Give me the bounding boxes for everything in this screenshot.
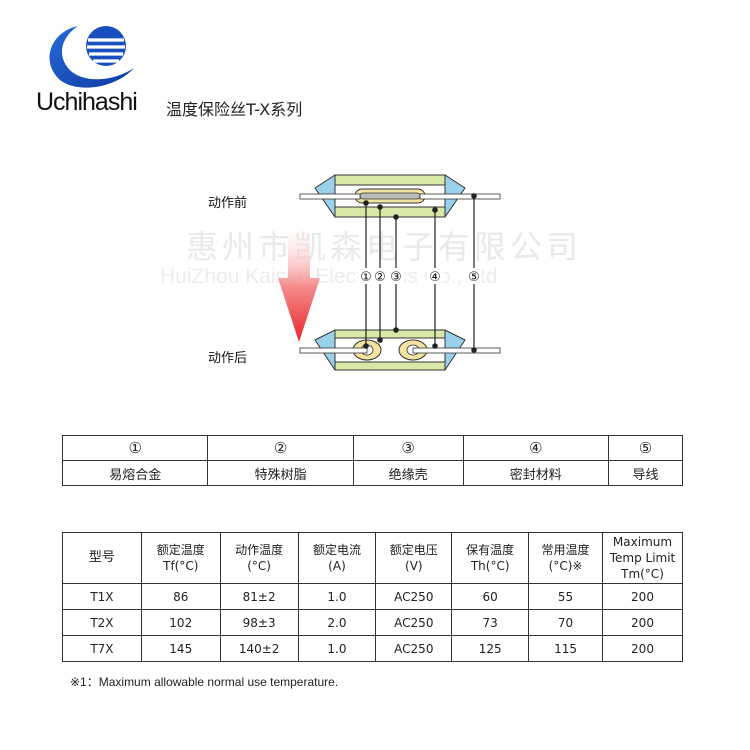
table-cell: 73 xyxy=(451,609,530,636)
part-name-2: 特殊树脂 xyxy=(207,460,354,486)
marker-1: ① xyxy=(360,270,372,285)
spec-header-operating-temp: 动作温度(°C) xyxy=(219,532,299,584)
spec-header-rated-voltage: 额定电压(V) xyxy=(375,532,453,584)
spec-header-normal-temp: 常用温度(°C)※ xyxy=(528,532,603,584)
table-row: T7X 145 140±2 1.0 AC250 125 115 200 xyxy=(62,635,683,662)
table-cell: 81±2 xyxy=(219,583,299,610)
parts-table: ① ② ③ ④ ⑤ 易熔合金 特殊树脂 绝缘壳 密封材料 导线 xyxy=(61,435,684,486)
fuse-structure-diagram: ① ② ③ ④ ⑤ xyxy=(278,174,501,371)
table-cell: 98±3 xyxy=(219,609,299,636)
table-cell: T2X xyxy=(62,609,142,636)
part-name-5: 导线 xyxy=(607,460,684,486)
label-before-operation: 动作前 xyxy=(208,196,248,211)
table-cell: 125 xyxy=(451,635,530,662)
table-row: T1X 86 81±2 1.0 AC250 60 55 200 xyxy=(62,583,683,610)
table-cell: 200 xyxy=(602,609,683,636)
table-row: T2X 102 98±3 2.0 AC250 73 70 200 xyxy=(62,609,683,636)
label-after-operation: 动作后 xyxy=(208,351,248,366)
table-cell: 86 xyxy=(140,583,221,610)
part-number-2: ② xyxy=(207,435,354,461)
table-cell: AC250 xyxy=(375,635,453,662)
spec-header-model: 型号 xyxy=(62,532,142,584)
part-name-4: 密封材料 xyxy=(462,460,609,486)
table-cell: 60 xyxy=(451,583,530,610)
table-cell: 2.0 xyxy=(297,609,377,636)
spec-header-rated-current: 额定电流(A) xyxy=(297,532,377,584)
marker-5: ⑤ xyxy=(468,270,480,285)
table-cell: T7X xyxy=(62,635,142,662)
fuse-before xyxy=(299,174,501,218)
fuse-after xyxy=(299,329,501,371)
table-cell: AC250 xyxy=(375,609,453,636)
table-cell: 1.0 xyxy=(297,635,377,662)
marker-2: ② xyxy=(374,270,386,285)
part-number-4: ④ xyxy=(462,435,609,461)
table-cell: 140±2 xyxy=(219,635,299,662)
uchihashi-logo-icon xyxy=(49,26,134,88)
table-cell: 200 xyxy=(602,583,683,610)
parts-number-row: ① ② ③ ④ ⑤ xyxy=(61,435,684,461)
table-cell: 115 xyxy=(528,635,603,662)
marker-3: ③ xyxy=(390,270,402,285)
part-name-1: 易熔合金 xyxy=(61,460,209,486)
table-cell: 200 xyxy=(602,635,683,662)
part-number-1: ① xyxy=(61,435,209,461)
part-number-5: ⑤ xyxy=(607,435,684,461)
watermark-en: HuiZhou Kaisen Electronics Co., Ltd xyxy=(160,265,498,288)
table-cell: 102 xyxy=(140,609,221,636)
table-cell: T1X xyxy=(62,583,142,610)
part-name-3: 绝缘壳 xyxy=(352,460,464,486)
table-cell: 70 xyxy=(528,609,603,636)
page-subtitle: 温度保险丝T-X系列 xyxy=(166,100,303,119)
table-cell: 1.0 xyxy=(297,583,377,610)
brand-name: Uchihashi xyxy=(36,88,138,116)
operation-arrow-icon xyxy=(278,220,320,342)
footnote: ※1：Maximum allowable normal use temperat… xyxy=(70,675,339,689)
part-number-3: ③ xyxy=(352,435,464,461)
table-cell: 145 xyxy=(140,635,221,662)
marker-4: ④ xyxy=(429,270,441,285)
watermark-cn: 惠州市凯森电子有限公司 xyxy=(186,228,583,266)
table-cell: 55 xyxy=(528,583,603,610)
table-cell: AC250 xyxy=(375,583,453,610)
parts-name-row: 易熔合金 特殊树脂 绝缘壳 密封材料 导线 xyxy=(61,460,684,486)
